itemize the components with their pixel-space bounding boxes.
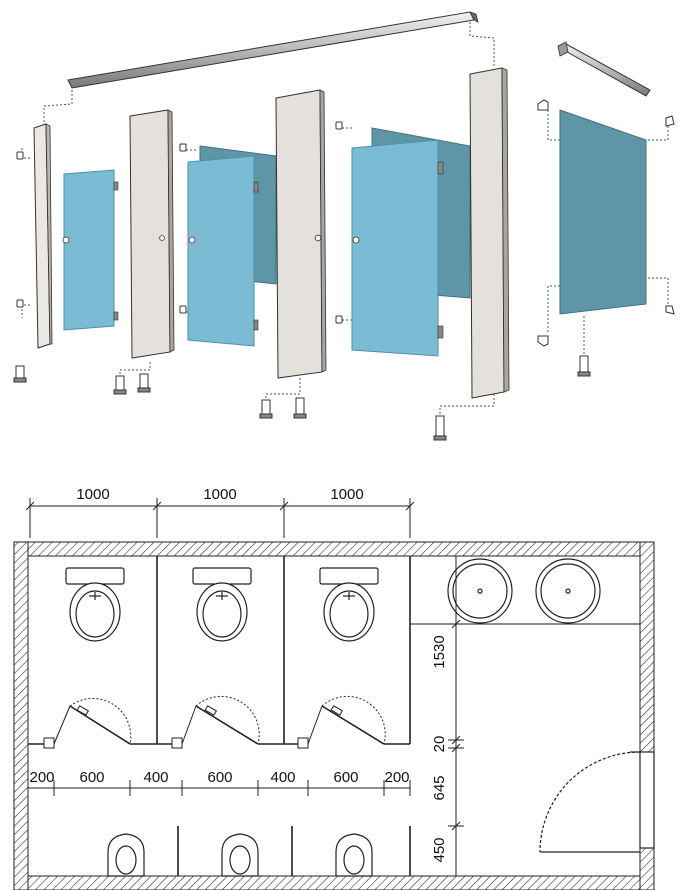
pilaster-1 bbox=[33, 123, 53, 349]
bottom-dim-4: 600 bbox=[207, 769, 232, 786]
support-leg-icon bbox=[13, 355, 591, 441]
door-2 bbox=[187, 155, 259, 347]
top-dimension-line bbox=[25, 498, 415, 538]
right-dim-3: 645 bbox=[431, 775, 448, 800]
bottom-dim-5: 400 bbox=[270, 769, 295, 786]
head-rail-short bbox=[557, 41, 651, 97]
bottom-dim-6: 600 bbox=[333, 769, 358, 786]
top-dim-1: 1000 bbox=[76, 486, 109, 503]
bottom-dim-1: 200 bbox=[29, 769, 54, 786]
top-dim-2: 1000 bbox=[203, 486, 236, 503]
pilaster-3 bbox=[275, 89, 327, 379]
bottom-dim-7: 200 bbox=[384, 769, 409, 786]
pilaster-4 bbox=[469, 67, 510, 399]
door-1 bbox=[62, 169, 119, 331]
stall-door-swing bbox=[53, 695, 386, 745]
right-dimension-line bbox=[448, 556, 464, 876]
entrance-door bbox=[539, 751, 655, 853]
door-lock-icon bbox=[43, 737, 309, 749]
bottom-dimension-line bbox=[28, 780, 411, 796]
pilaster-2 bbox=[129, 109, 175, 359]
toilet-icon bbox=[65, 567, 379, 642]
bottom-dim-3: 400 bbox=[143, 769, 168, 786]
urinal-icon bbox=[107, 833, 373, 877]
bottom-dim-2: 600 bbox=[79, 769, 104, 786]
exploded-view bbox=[13, 11, 675, 441]
right-dim-2: 20 bbox=[431, 736, 448, 753]
end-panel bbox=[559, 109, 647, 315]
head-rail bbox=[67, 11, 479, 89]
floor-plan: 1000 1000 1000 bbox=[13, 486, 655, 890]
door-3 bbox=[351, 139, 444, 357]
right-dim-1: 1530 bbox=[431, 635, 448, 668]
right-dim-4: 450 bbox=[431, 837, 448, 862]
bracket-icon bbox=[16, 99, 675, 347]
walls bbox=[13, 541, 655, 890]
sink-icon bbox=[447, 558, 601, 624]
top-dim-3: 1000 bbox=[330, 486, 363, 503]
